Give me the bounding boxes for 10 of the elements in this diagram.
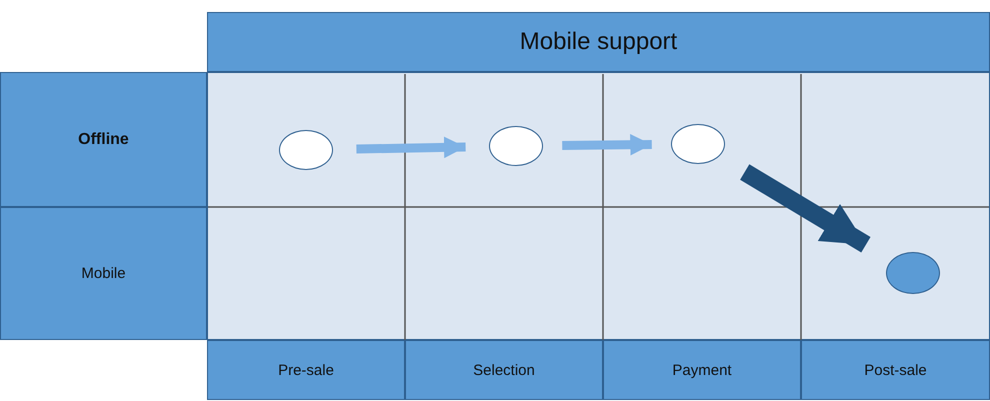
column-header: Selection [405,340,603,400]
header-band: Mobile support [207,12,990,72]
arrow [740,164,871,252]
column-header: Post-sale [801,340,990,400]
arrow [562,134,652,156]
column-header: Pre-sale [207,340,405,400]
row-header: Mobile [0,207,207,340]
column-header: Payment [603,340,801,400]
arrow [356,136,466,158]
row-header: Offline [0,72,207,207]
